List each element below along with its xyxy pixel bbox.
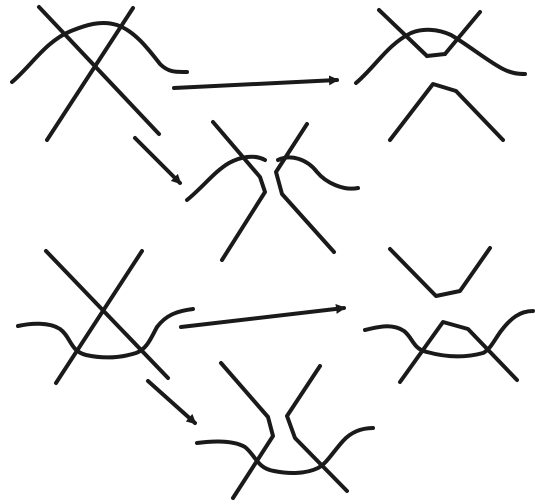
top-left-source-figure <box>10 5 189 142</box>
bottom-right-lower-crossing-1 <box>398 320 519 384</box>
bottom-right-upper-shape <box>388 246 492 298</box>
bottom-middle-left-branch <box>219 361 275 500</box>
bottom-right-lower-curve <box>363 309 535 359</box>
top-left-curve <box>10 20 189 84</box>
bottom-left-source-figure <box>16 249 195 385</box>
top-middle-right-branch <box>274 122 336 254</box>
top-middle-left-curve <box>185 154 267 202</box>
top-left-diagonal-line-1 <box>37 5 161 136</box>
top-middle-left-branch <box>211 120 267 262</box>
top-middle-result-figure <box>185 120 360 262</box>
bottom-left-diagonal-line-2 <box>54 249 144 385</box>
top-right-upper-bridge <box>425 52 447 58</box>
transition-arrows <box>133 75 346 425</box>
top-middle-right-curve <box>276 155 360 191</box>
top-right-upper-curve <box>354 27 527 85</box>
arrow-bottom-horizontal <box>179 303 346 329</box>
top-right-upper-line-2 <box>443 10 482 56</box>
top-left-diagonal-line-2 <box>45 6 135 142</box>
bottom-left-curve <box>16 307 195 360</box>
bottom-right-result-figure <box>363 246 535 384</box>
top-right-lower-shape <box>388 82 505 142</box>
bottom-left-diagonal-line-1 <box>44 249 170 380</box>
arrow-bottom-diagonal <box>146 379 197 425</box>
top-right-upper-line-1 <box>377 8 429 58</box>
arrow-top-horizontal <box>172 75 339 90</box>
bottom-middle-result-figure <box>195 361 375 500</box>
arrow-top-diagonal <box>133 136 182 185</box>
top-right-result-figure <box>354 8 527 142</box>
bottom-middle-curve <box>195 426 375 475</box>
